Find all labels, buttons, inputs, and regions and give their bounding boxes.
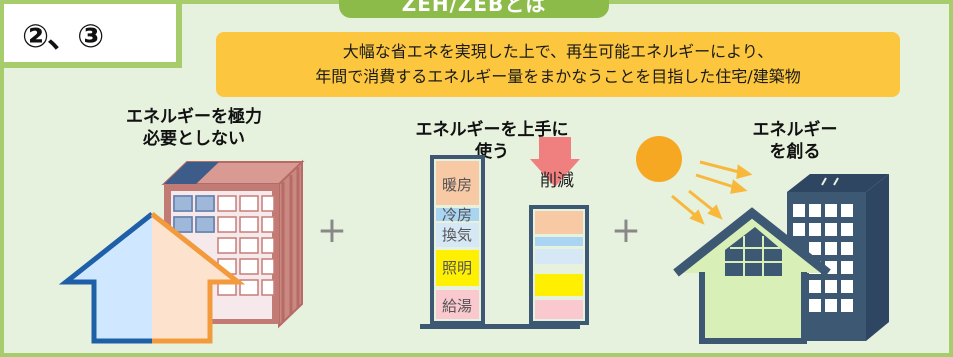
hot-water-label: 給湯: [442, 297, 472, 315]
definition-banner: 大幅な省エネを実現した上で、再生可能エネルギーにより、 年間で消費するエネルギー…: [216, 32, 900, 97]
insulated-house-icon: [58, 212, 246, 344]
create-energy-line-2: を創る: [769, 142, 821, 162]
energy-use-chart: 暖房 冷房 換気 照明 給湯 削減: [420, 137, 589, 329]
lighting-label: 照明: [442, 259, 472, 277]
sun-icon: [636, 136, 682, 182]
save-energy-line-2: 必要としない: [143, 129, 245, 149]
save-energy-line-1: エネルギーを極力: [126, 107, 262, 127]
number-box: ②、③: [4, 4, 182, 68]
heating-label: 暖房: [442, 176, 472, 194]
ventilation-label: 換気: [442, 226, 472, 244]
definition-line-2: 年間で消費するエネルギー量をまかなうことを目指した住宅/建築物: [315, 67, 801, 86]
save-energy-label: エネルギーを極力 必要としない: [109, 106, 279, 150]
plus-sign-2: +: [611, 210, 641, 251]
use-energy-line-1: エネルギーを上手に: [415, 120, 569, 140]
reduction-label: 削減: [540, 171, 574, 191]
create-energy-label: エネルギー を創る: [730, 119, 860, 163]
create-energy-line-1: エネルギー: [752, 120, 838, 140]
solar-house-icon: [636, 136, 889, 344]
plus-sign-1: +: [317, 210, 347, 251]
definition-line-1: 大幅な省エネを実現した上で、再生可能エネルギーにより、: [342, 42, 774, 61]
number-label: ②、③: [22, 17, 104, 55]
panel-title: ZEH/ZEBとは: [339, 0, 609, 18]
cooling-label: 冷房: [442, 206, 472, 224]
zeh-illustration: + + 暖房 冷房 換気 照明 給湯 削減: [58, 136, 889, 344]
